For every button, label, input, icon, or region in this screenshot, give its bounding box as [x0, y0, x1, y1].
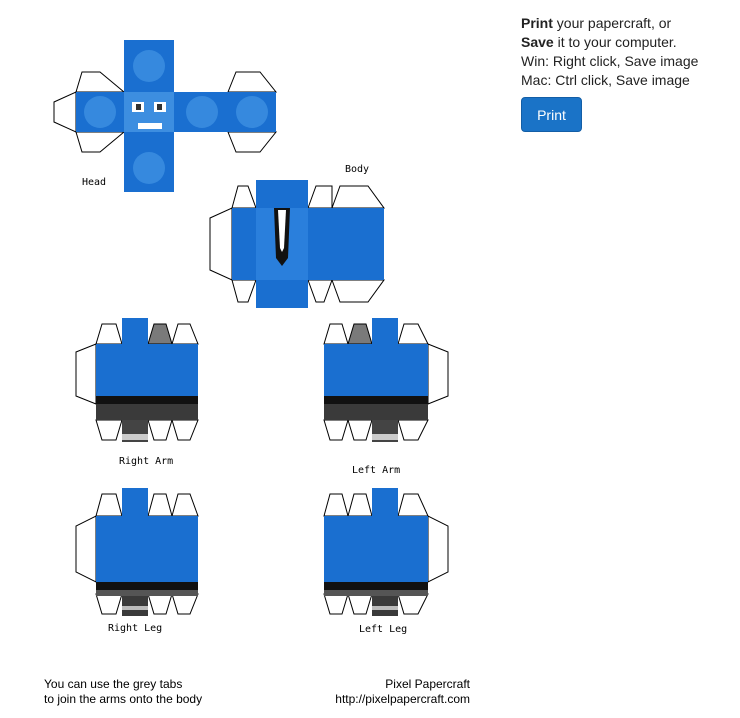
- instruction-windows: Win: Right click, Save image: [521, 53, 699, 69]
- brand-credit: Pixel Papercraft http://pixelpapercraft.…: [318, 677, 470, 707]
- left-arm-cutout: [323, 318, 449, 442]
- grey-tabs-tip: You can use the grey tabs to join the ar…: [44, 677, 202, 707]
- tip-line-2: to join the arms onto the body: [44, 692, 203, 706]
- instruction-line-1-text: your papercraft, or: [552, 15, 672, 31]
- left-leg-label: Left Leg: [359, 624, 408, 635]
- print-button[interactable]: Print: [521, 97, 582, 132]
- instruction-mac: Mac: Ctrl click, Save image: [521, 72, 690, 88]
- print-word: Print: [521, 15, 553, 31]
- left-leg-cutout: [323, 488, 449, 616]
- right-leg-cutout: [75, 488, 199, 616]
- print-instructions: Print your papercraft, or Save it to you…: [521, 14, 698, 90]
- right-leg-label: Right Leg: [108, 623, 163, 634]
- brand-url: http://pixelpapercraft.com: [335, 692, 470, 706]
- tip-line-1: You can use the grey tabs: [44, 677, 183, 691]
- instruction-line-2-text: it to your computer.: [553, 34, 677, 50]
- instruction-line-2: Save it to your computer.: [521, 33, 698, 52]
- brand-name: Pixel Papercraft: [385, 677, 470, 691]
- head-label: Head: [82, 177, 107, 188]
- body-label: Body: [345, 164, 370, 175]
- instruction-line-1: Print your papercraft, or: [521, 14, 698, 33]
- body-cutout: [209, 180, 385, 308]
- right-arm-label: Right Arm: [119, 456, 174, 467]
- right-arm-cutout: [75, 318, 199, 442]
- left-arm-label: Left Arm: [352, 465, 401, 476]
- save-word: Save: [521, 34, 554, 50]
- head-cutout: [53, 40, 278, 192]
